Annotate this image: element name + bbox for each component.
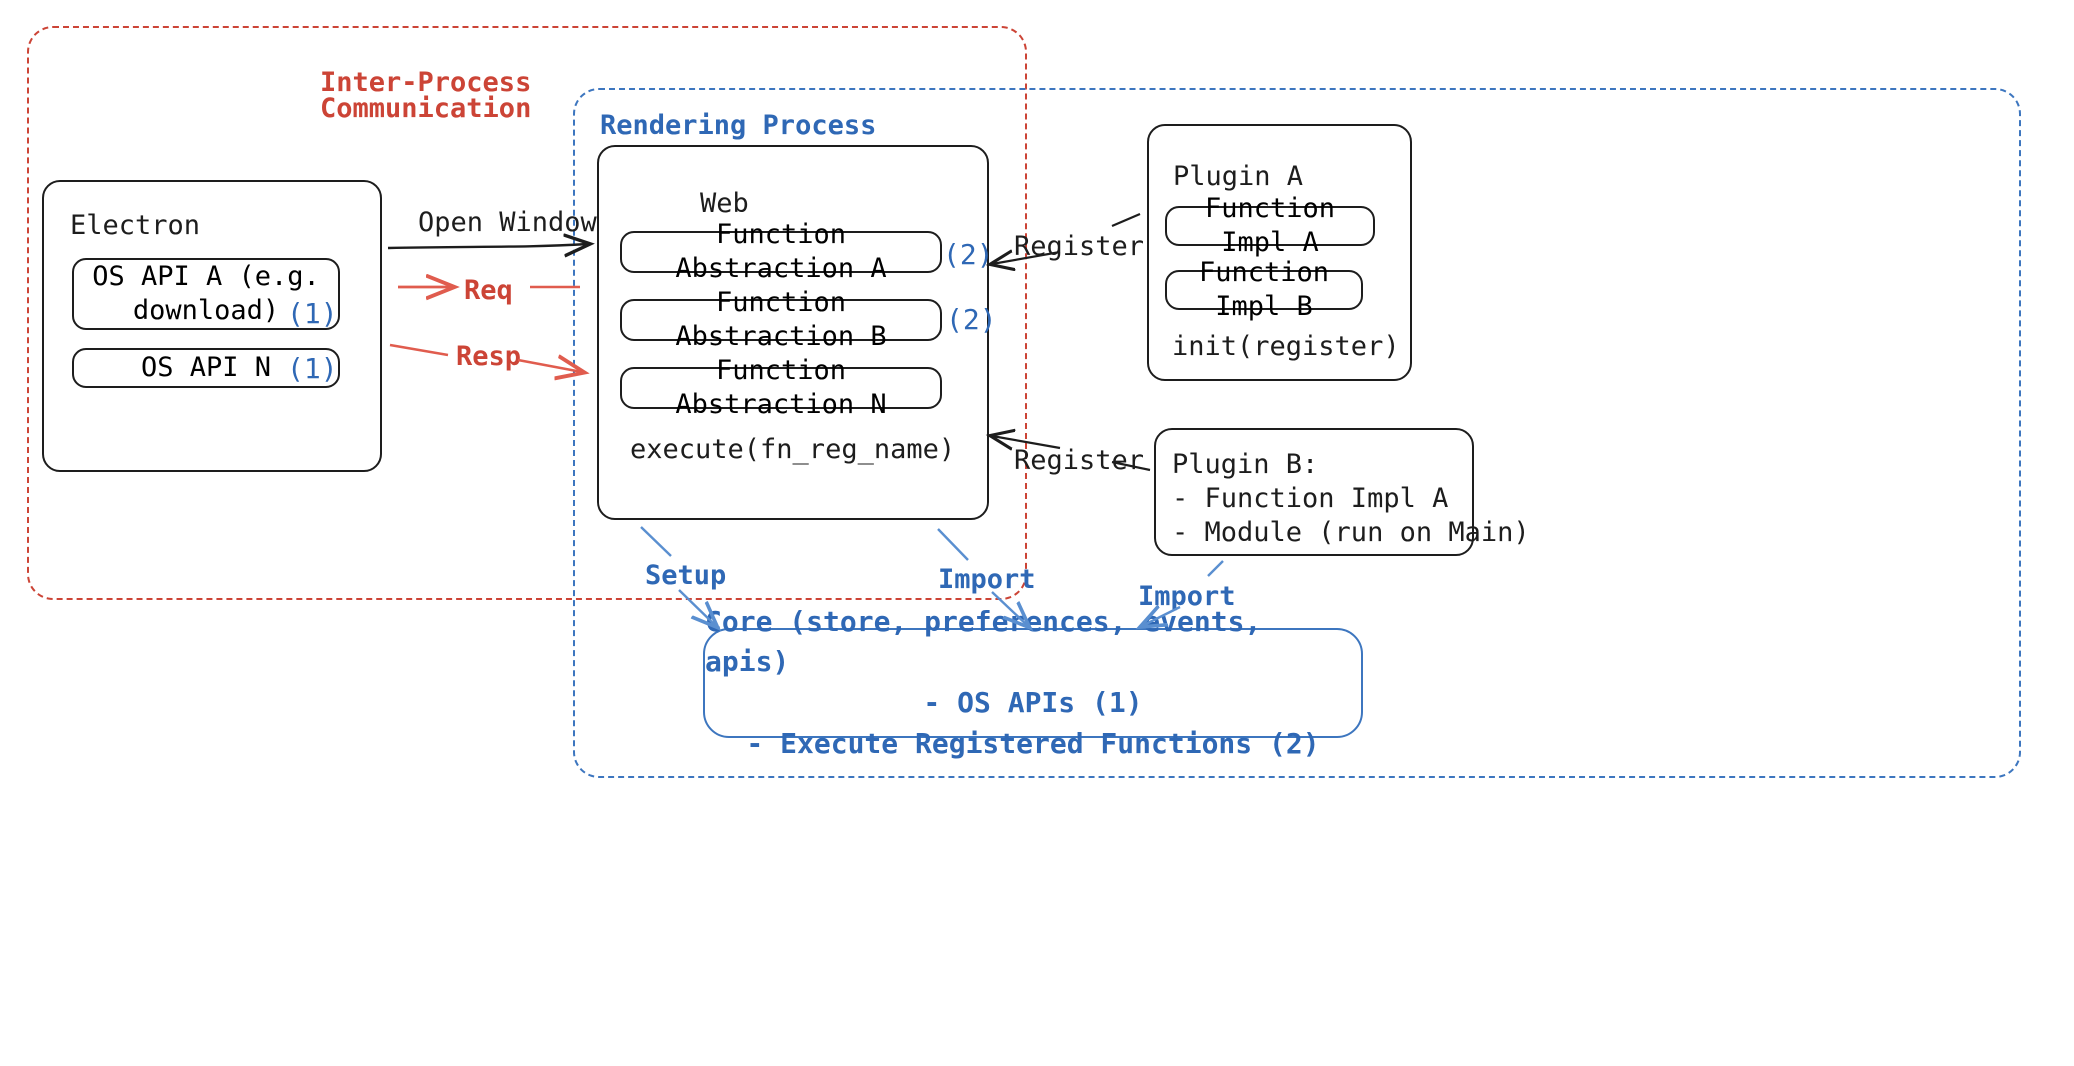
node-web-item-function-abstraction-b[interactable]: Function Abstraction B	[620, 287, 942, 352]
os-api-a-line1: OS API A (e.g.	[92, 261, 320, 293]
node-electron-item-os-api-n[interactable]: OS API N	[72, 348, 340, 388]
node-plugin-a[interactable]	[1147, 124, 1412, 381]
node-core[interactable]: Core (store, preferences, events, apis) …	[703, 605, 1363, 760]
node-plugin-a-item-function-impl-a[interactable]: Function Impl A	[1165, 193, 1375, 258]
edge-label-req: Req	[464, 275, 513, 306]
node-web-footer-execute: execute(fn_reg_name)	[630, 434, 956, 465]
node-plugin-b-line-1: - Function Impl A	[1172, 483, 1449, 514]
node-web-item-function-abstraction-n[interactable]: Function Abstraction N	[620, 355, 942, 420]
edge-label-open-window: Open Window	[418, 207, 597, 238]
edge-label-register-b: Register	[1014, 445, 1145, 476]
os-api-a-line2: download)	[132, 295, 280, 326]
edge-label-setup: Setup	[645, 560, 727, 591]
node-plugin-a-title: Plugin A	[1173, 161, 1304, 192]
node-plugin-a-item-function-impl-b[interactable]: Function Impl B	[1165, 257, 1363, 322]
node-core-line-3: - Execute Registered Functions (2)	[746, 726, 1320, 760]
node-electron-title: Electron	[70, 210, 201, 241]
group-label-ipc-line2: Communication	[320, 93, 532, 124]
node-plugin-b-line-2: - Module (run on Main)	[1172, 517, 1530, 548]
os-api-n-label: OS API N	[140, 352, 272, 384]
node-plugin-a-footer-init: init(register)	[1172, 331, 1400, 362]
fn-impl-b-label: Function Impl B	[1198, 257, 1330, 322]
group-label-rendering-process: Rendering Process	[600, 110, 877, 141]
node-plugin-b[interactable]	[1154, 428, 1474, 556]
node-core-line-2: - OS APIs (1)	[923, 686, 1143, 719]
group-rendering-process	[573, 88, 2021, 778]
node-web-item-function-abstraction-a[interactable]: Function Abstraction A	[620, 219, 942, 284]
edge-label-import-plugin-b: Import	[1138, 581, 1236, 612]
node-electron-item-os-api-a[interactable]: OS API A (e.g. download)	[72, 258, 340, 330]
edge-label-import-web: Import	[938, 564, 1036, 595]
fn-impl-a-label: Function Impl A	[1204, 193, 1336, 258]
marker-os-api-n: (1)	[287, 352, 338, 385]
node-core-line-1: Core (store, preferences, events, apis)	[705, 604, 1262, 679]
edge-label-resp: Resp	[456, 341, 522, 372]
node-plugin-b-title: Plugin B:	[1172, 449, 1319, 480]
fn-abs-n-label: Function Abstraction N	[675, 355, 887, 420]
marker-fn-abs-a: (2)	[943, 238, 994, 271]
fn-abs-b-label: Function Abstraction B	[675, 287, 887, 352]
group-label-ipc-line1: Inter-Process	[320, 67, 532, 98]
fn-abs-a-label: Function Abstraction A	[675, 219, 887, 284]
marker-os-api-a: (1)	[287, 297, 338, 330]
node-web-title: Web	[700, 188, 749, 219]
marker-fn-abs-b: (2)	[946, 303, 997, 336]
group-inter-process-communication	[27, 26, 1027, 600]
edge-label-register-a: Register	[1014, 231, 1145, 262]
